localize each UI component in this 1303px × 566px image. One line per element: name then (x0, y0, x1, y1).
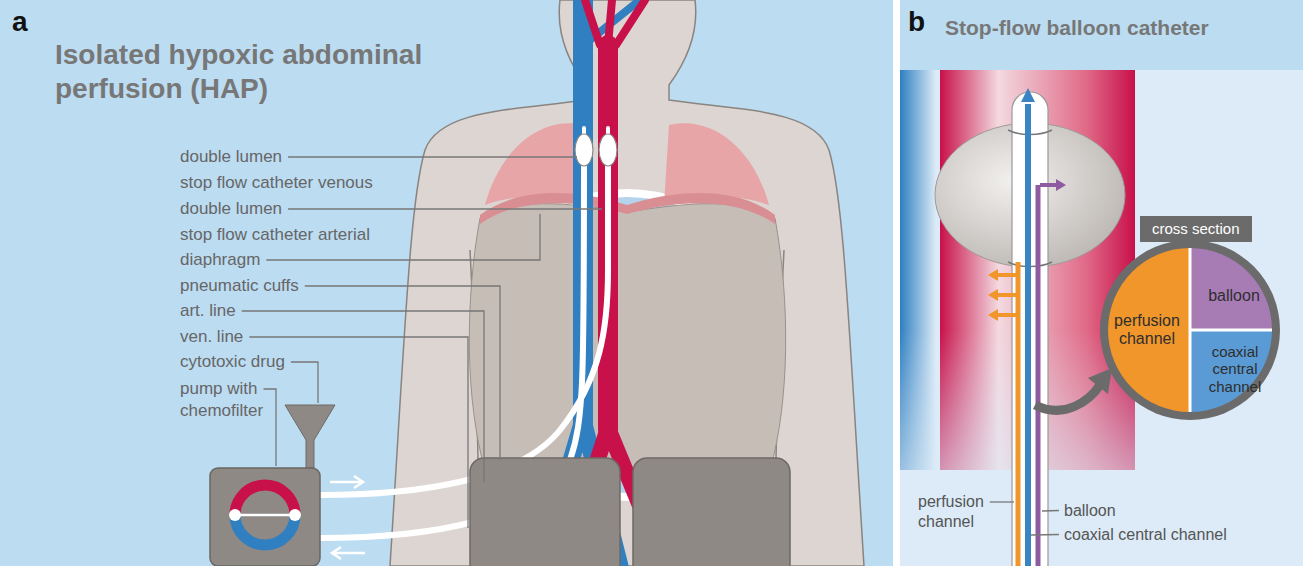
catheter-tube-part (996, 275, 1016, 315)
pump-part (235, 515, 295, 545)
catheter-tube-part (1021, 88, 1035, 102)
panel-title: Isolated hypoxic abdominal perfusion (HA… (55, 38, 475, 106)
section-tab: cross section (1140, 216, 1252, 242)
panel-separator-part (893, 0, 900, 566)
pie-segment (1190, 248, 1272, 330)
part-label: perfusion channel (918, 492, 1003, 532)
aorta-part (585, 0, 645, 45)
abdomen (469, 204, 785, 470)
panel-b-background (900, 0, 1303, 566)
part-label: stop flow catheter arterial (180, 224, 370, 246)
leader-line (288, 208, 602, 209)
pneumatic-cuffs (470, 458, 790, 566)
leader-line (990, 501, 1014, 502)
catheter-tube-part (1016, 262, 1021, 566)
pneumatic-cuffs-part (633, 458, 790, 566)
channel-segment: balloon (1196, 272, 1272, 320)
pump-part (285, 405, 335, 468)
segment-label: balloon (1208, 287, 1260, 305)
catheter-tube-part (1056, 179, 1066, 191)
pump-part (235, 485, 295, 515)
leader-line (263, 389, 276, 466)
pump-part (235, 514, 295, 517)
leader-line (1042, 510, 1059, 512)
pump (210, 405, 335, 566)
cross-section-circle: cross sectionperfusion channelballooncoa… (1100, 240, 1280, 420)
section-arrow-part (1035, 385, 1100, 410)
panel-b-background-part (900, 0, 1303, 566)
section-arrow-part (1088, 368, 1112, 394)
lungs (485, 123, 769, 205)
part-label: pneumatic cuffs (180, 275, 299, 297)
pump-part (289, 509, 301, 521)
panel-b-background-part (900, 0, 1303, 70)
part-label: cytotoxic drug (180, 351, 285, 373)
stop-flow-balloons-part (599, 134, 617, 166)
panel-separator (893, 0, 900, 566)
catheter-tube-part (1036, 185, 1041, 566)
channel-segment: perfusion channel (1106, 295, 1188, 365)
segment-label: coaxial central channel (1196, 343, 1274, 395)
segment-label: perfusion channel (1106, 312, 1188, 349)
stop-flow-balloons-part (575, 134, 593, 166)
leader-line (1031, 534, 1059, 536)
stop-flow-balloons (575, 134, 617, 166)
panel-letter: b (908, 4, 925, 40)
panel-letter: a (12, 4, 28, 40)
part-label: double lumen (180, 146, 282, 168)
flow-arrows (330, 476, 365, 559)
section-arrow (1035, 368, 1112, 410)
abdomen-part (469, 204, 785, 470)
part-label: double lumen (180, 198, 282, 220)
catheter-lines-part (320, 150, 608, 495)
part-label: coaxial central channel (1064, 524, 1227, 545)
panel-title: Stop-flow balloon catheter (945, 14, 1209, 41)
catheter-tube (988, 88, 1066, 566)
leader-line (288, 156, 577, 157)
catheter-tube-part (1025, 104, 1031, 566)
part-label: art. line (180, 300, 236, 322)
lungs-part (664, 123, 769, 205)
part-label: pump with chemofilter (180, 378, 272, 422)
flow-arrows-part (330, 476, 363, 488)
catheter-tube-part (1012, 92, 1048, 566)
pneumatic-cuffs-part (470, 458, 620, 566)
catheter-tube-part (988, 269, 998, 321)
catheter-tube-part (1040, 183, 1058, 187)
channel-segment: coaxial central channel (1196, 334, 1274, 404)
part-label: diaphragm (180, 249, 260, 271)
pump-part (229, 509, 241, 521)
part-label: ven. line (180, 326, 243, 348)
flow-arrows-part (332, 547, 365, 559)
leader-line (291, 362, 318, 403)
part-label: stop flow catheter venous (180, 172, 373, 194)
part-label: balloon (1064, 500, 1116, 521)
leader-line (305, 286, 500, 460)
pump-part (210, 468, 320, 566)
pie-segment (1100, 240, 1280, 420)
